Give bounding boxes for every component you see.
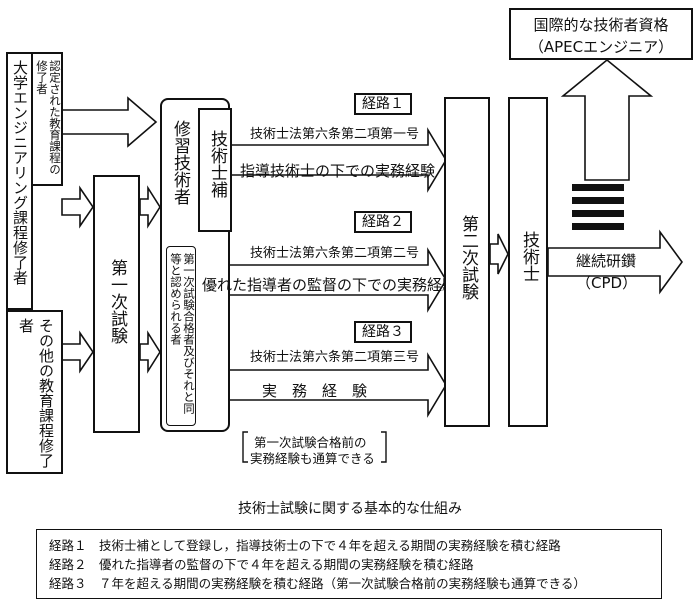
route2-desc: 優れた指導者の監督の下での実務経験 <box>202 276 458 294</box>
univ-course-label: 大学エンジニアリング課程修了者 <box>11 60 29 285</box>
first-exam-label: 第一次試験 <box>107 259 127 344</box>
accredited-box: 認定された教育課程の修了者 <box>31 52 63 186</box>
engineer-box: 技術士 <box>508 97 548 427</box>
arrow-second-exam-to-engineer <box>489 233 509 275</box>
route1-law: 技術士法第六条第二項第一号 <box>250 127 420 142</box>
second-exam-label: 第二次試験 <box>458 215 478 300</box>
equivalent-box: 第一次試験合格者及びそれと同等と認められる者 <box>166 246 196 426</box>
route3-tag: 経路３ <box>354 321 412 343</box>
route2-arrow <box>194 247 447 313</box>
note-line1: 第一次試験合格前の <box>254 435 367 450</box>
legend-route1: 経路１ 技術士補として登録し，指導技術士の下で４年を超える期間の実務経験を積む経… <box>49 538 561 553</box>
intl-line1: 国際的な技術者資格 <box>533 16 669 34</box>
intl-line2: （APECエンジニア） <box>528 38 674 56</box>
step-bars <box>572 184 624 230</box>
figure-caption: 技術士試験に関する基本的な仕組み <box>238 501 462 517</box>
intl-qualification-box: 国際的な技術者資格 （APECエンジニア） <box>509 8 693 60</box>
first-exam-box: 第一次試験 <box>93 175 140 433</box>
legend-route3: 経路３ ７年を超える期間の実務経験を積む経路（第一次試験合格前の実務経験も通算で… <box>49 576 586 591</box>
cpd-line1: 継続研鑽 <box>576 252 637 270</box>
legend-box: 経路１ 技術士補として登録し，指導技術士の下で４年を超える期間の実務経験を積む経… <box>36 529 662 599</box>
other-course-label: その他の教育課程修了者 <box>17 318 55 468</box>
arrow-engineer-to-cpd <box>547 229 683 295</box>
arrow-other-to-first-exam <box>61 330 94 374</box>
other-course-box: その他の教育課程修了者 <box>6 310 63 474</box>
cpd-line2: （CPD） <box>576 274 638 292</box>
route2-law: 技術士法第六条第二項第二号 <box>250 246 420 261</box>
arrow-up-to-intl <box>560 58 654 181</box>
accredited-label: 認定された教育課程の修了者 <box>35 60 62 175</box>
arrow-first-exam-to-trainee <box>139 185 161 229</box>
arrow-accredited-to-trainee <box>61 96 158 148</box>
route1-tag: 経路１ <box>354 93 412 115</box>
trainee-label: 修習技術者 <box>170 120 190 205</box>
arrow-first-exam-to-equivalent <box>139 330 161 374</box>
route1-arrow <box>229 127 447 193</box>
route1-desc: 指導技術士の下での実務経験 <box>240 162 436 180</box>
second-exam-box: 第二次試験 <box>444 97 490 427</box>
note-line2: 実務経験も通算できる <box>250 451 375 466</box>
route2-tag: 経路２ <box>354 211 412 233</box>
assistant-label: 技術士補 <box>207 130 227 198</box>
route3-arrow <box>194 352 447 418</box>
engineer-label: 技術士 <box>519 231 539 282</box>
equivalent-label: 第一次試験合格者及びそれと同等と認められる者 <box>169 253 196 414</box>
assistant-box: 技術士補 <box>198 108 232 232</box>
legend-route2: 経路２ 優れた指導者の監督の下で４年を超える期間の実務経験を積む経路 <box>49 557 474 572</box>
univ-course-box: 大学エンジニアリング課程修了者 <box>6 52 33 310</box>
route3-desc: 実 務 経 験 <box>262 382 368 400</box>
arrow-univ-to-first-exam <box>61 185 94 229</box>
route3-law: 技術士法第六条第二項第三号 <box>250 350 420 365</box>
note-bracket <box>242 431 387 463</box>
